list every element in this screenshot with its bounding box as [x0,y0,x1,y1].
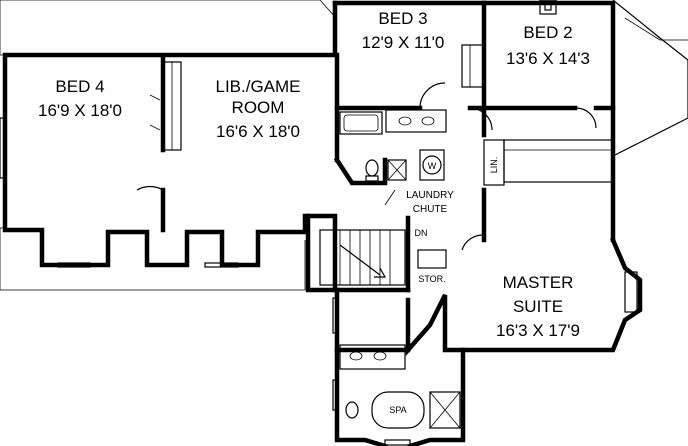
bath-fixtures [339,109,447,182]
linen-label: LIN. [489,157,499,174]
master-bath-fixtures [339,344,461,429]
walls [2,0,643,446]
bed4-name: BED 4 [55,77,104,96]
room-bed2: BED 2 13'6 X 14'3 [506,23,590,68]
master-name-line2: SUITE [513,297,563,316]
library-size: 16'6 X 18'0 [216,122,300,141]
master-size: 16'3 X 17'9 [496,321,580,340]
down-label: DN [415,228,428,238]
laundry-chute-leader [384,189,396,206]
bed2-size: 13'6 X 14'3 [506,49,590,68]
storage-label: STOR. [418,274,445,284]
bed2-name: BED 2 [523,23,572,42]
room-library: LIB./GAME ROOM 16'6 X 18'0 [215,77,300,141]
bed3-size: 12'9 X 11'0 [362,33,445,52]
bed4-size: 16'9 X 18'0 [38,101,122,120]
master-name-line1: MASTER [503,273,574,292]
room-bed4: BED 4 16'9 X 18'0 [38,77,122,120]
bed3-name: BED 3 [378,9,427,28]
library-name-line1: LIB./GAME [215,77,300,96]
laundry-label-line1: LAUNDRY [406,190,454,201]
stairs [319,229,447,286]
room-master: MASTER SUITE 16'3 X 17'9 [496,273,580,340]
spa-label: SPA [389,405,406,415]
windows [0,117,638,446]
laundry-label-line2: CHUTE [413,204,448,215]
washer-label: W [428,161,437,171]
roof-lines [0,0,688,291]
room-bed3: BED 3 12'9 X 11'0 [362,9,445,52]
closets-doors [136,0,614,251]
library-name-line2: ROOM [232,98,285,117]
